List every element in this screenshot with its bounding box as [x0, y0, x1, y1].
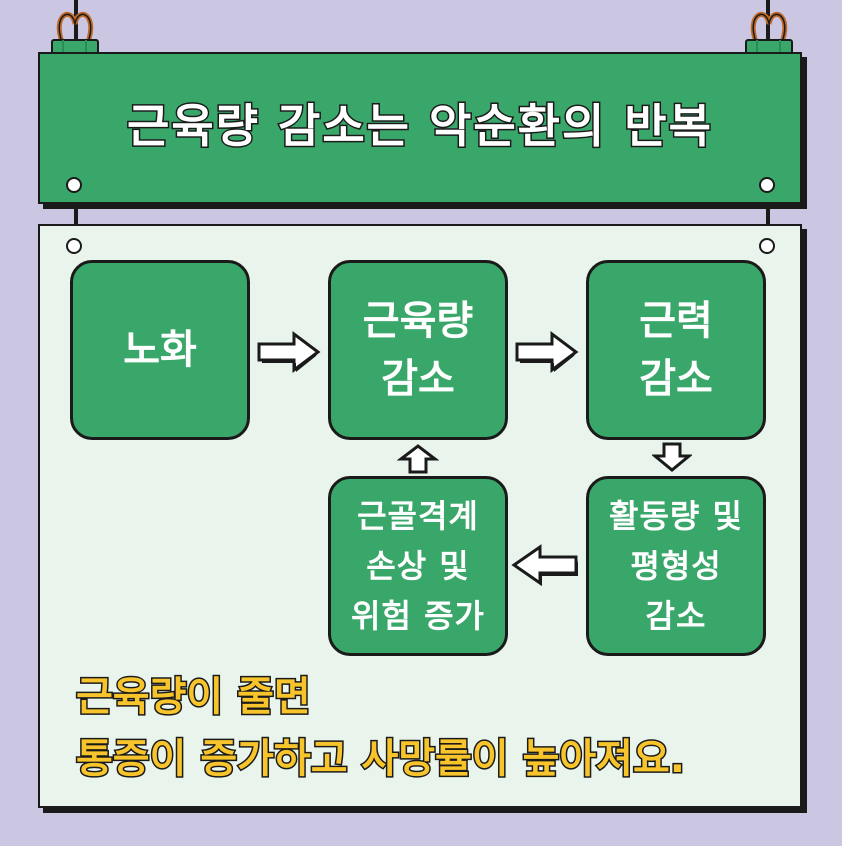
arrow-left-icon [511, 544, 578, 586]
node-strength-loss: 근력 감소 [586, 260, 766, 440]
title-banner: 근육량 감소는 악순환의 반복 [38, 52, 802, 204]
arrow-right-icon [257, 331, 321, 373]
arrow-right-icon [515, 331, 579, 373]
caption-line-1: 근육량이 줄면 [75, 673, 313, 722]
connector-string-right [766, 204, 770, 226]
hanging-string-right [766, 0, 770, 52]
board-hole-right [759, 238, 775, 254]
node-injury-risk: 근골격계 손상 및 위험 증가 [328, 476, 508, 656]
arrow-up-icon [397, 444, 439, 474]
hanging-string-left [74, 0, 78, 52]
banner-hole-right [759, 177, 775, 193]
page-title: 근육량 감소는 악순환의 반복 [126, 98, 713, 155]
board-hole-left [66, 238, 82, 254]
node-muscle-loss: 근육량 감소 [328, 260, 508, 440]
arrow-down-icon [652, 442, 692, 472]
node-aging: 노화 [70, 260, 250, 440]
caption-line-2: 통증이 증가하고 사망률이 높아져요. [75, 735, 687, 784]
connector-string-left [74, 204, 78, 226]
banner-hole-left [66, 177, 82, 193]
node-activity-loss: 활동량 및 평형성 감소 [586, 476, 766, 656]
